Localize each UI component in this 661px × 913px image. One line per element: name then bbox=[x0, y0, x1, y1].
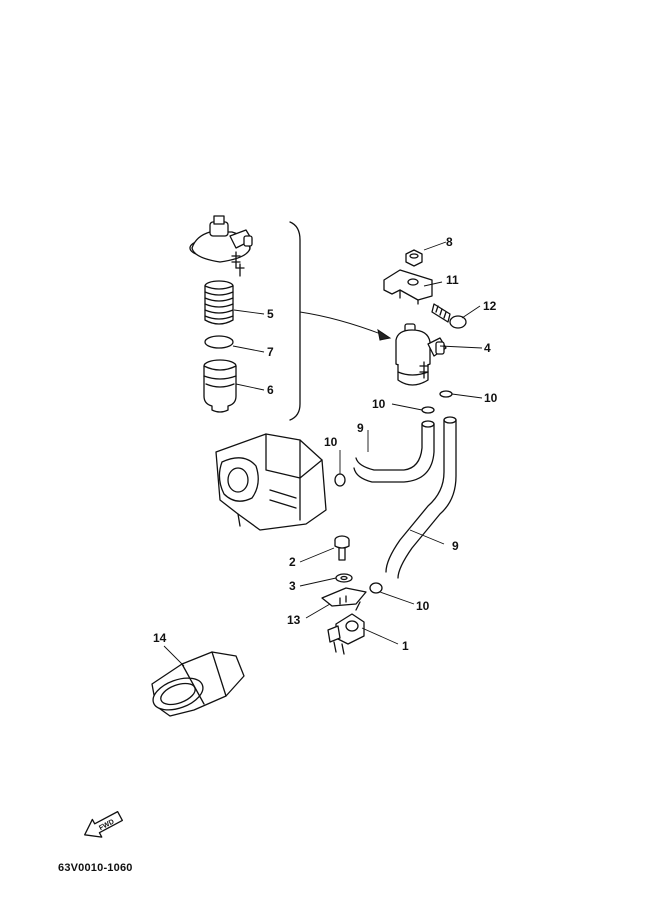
callout-12: 12 bbox=[483, 299, 497, 313]
fuel-filter-assembly bbox=[395, 323, 447, 386]
hose-clip-middle bbox=[334, 473, 346, 487]
exploded-filter-head bbox=[189, 215, 253, 277]
callout-9-lower: 9 bbox=[452, 539, 459, 553]
leader-lines bbox=[163, 241, 483, 667]
filter-cup bbox=[203, 359, 237, 413]
callout-1: 1 bbox=[402, 639, 409, 653]
callout-9-upper: 9 bbox=[357, 421, 364, 435]
mount-bolt bbox=[334, 535, 350, 561]
callout-2: 2 bbox=[289, 555, 296, 569]
hose-clip-lower bbox=[369, 582, 383, 594]
hose-clip-upper-left bbox=[421, 406, 435, 414]
filter-bolt bbox=[431, 303, 467, 329]
callout-14: 14 bbox=[153, 631, 167, 645]
carburetor-body bbox=[215, 433, 327, 531]
filter-cover bbox=[151, 651, 245, 717]
fuel-hose-upper bbox=[353, 416, 457, 579]
callout-10-lower: 10 bbox=[416, 599, 430, 613]
group-bracket bbox=[289, 221, 301, 421]
mount-plate bbox=[321, 587, 367, 607]
callout-3: 3 bbox=[289, 579, 296, 593]
filter-element bbox=[204, 280, 234, 325]
callout-10-upper: 10 bbox=[372, 397, 386, 411]
washer bbox=[335, 573, 353, 583]
forward-arrow-icon: FWD bbox=[84, 810, 124, 838]
callout-6: 6 bbox=[267, 383, 274, 397]
catalog-number: 63V0010-1060 bbox=[58, 862, 133, 874]
hose-clip-upper-right bbox=[439, 390, 453, 398]
callout-10-left: 10 bbox=[324, 435, 338, 449]
o-ring bbox=[204, 335, 234, 349]
callout-5: 5 bbox=[267, 307, 274, 321]
callout-4: 4 bbox=[484, 341, 491, 355]
callout-7: 7 bbox=[267, 345, 274, 359]
filter-nut bbox=[405, 249, 423, 267]
callout-8: 8 bbox=[446, 235, 453, 249]
callout-13: 13 bbox=[287, 613, 301, 627]
filter-bracket bbox=[383, 269, 433, 305]
assembly-arrow bbox=[299, 311, 387, 337]
callout-11: 11 bbox=[446, 273, 459, 287]
fuel-connector bbox=[327, 601, 365, 655]
assembly-arrow-head bbox=[377, 328, 392, 341]
callout-10-right: 10 bbox=[484, 391, 498, 405]
